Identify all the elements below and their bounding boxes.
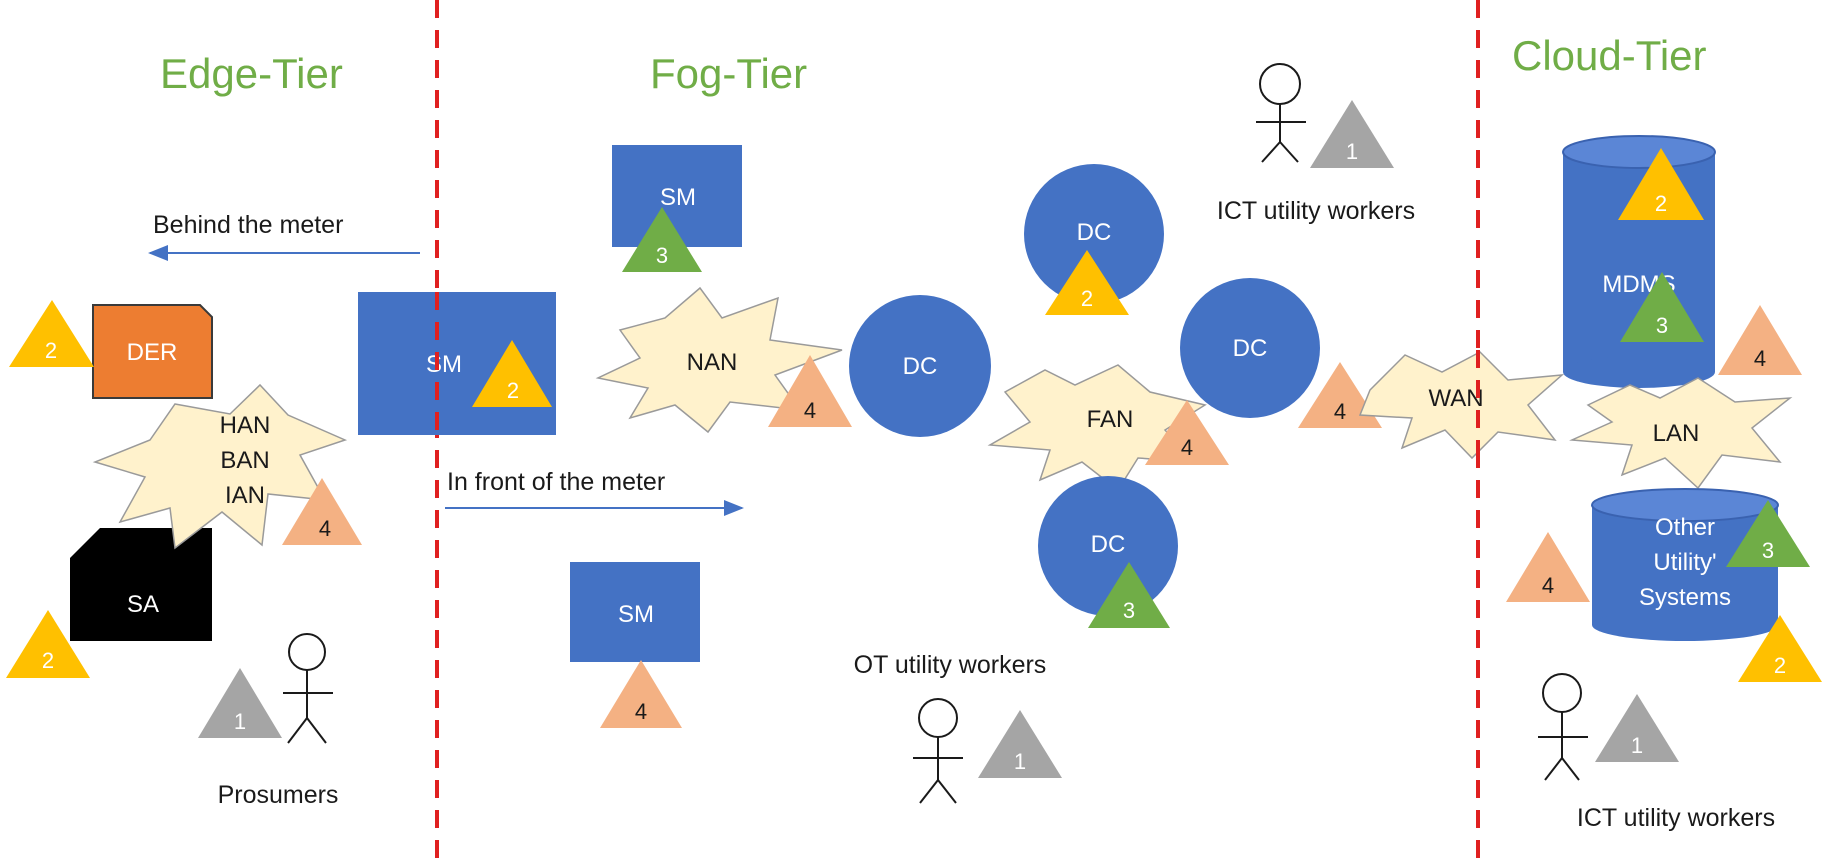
sm-top-label: SM bbox=[660, 184, 696, 211]
sm-bottom-label: SM bbox=[618, 601, 654, 628]
dc-nan-label: DC bbox=[903, 353, 938, 380]
nan-label: NAN bbox=[687, 349, 738, 376]
sm-top-threat-triangle bbox=[622, 207, 702, 272]
han-threat-number: 4 bbox=[319, 516, 331, 541]
ict-workers-bottom-label: ICT utility workers bbox=[1577, 804, 1775, 832]
other-systems-label-line2: Utility' bbox=[1653, 549, 1716, 576]
sa-label: SA bbox=[127, 591, 159, 618]
sm-bottom-threat-triangle bbox=[600, 660, 682, 728]
fan-threat-number: 4 bbox=[1181, 435, 1193, 460]
other-systems-bottom-threat-triangle bbox=[1738, 615, 1822, 682]
sm-meter-threat-number: 2 bbox=[507, 378, 519, 403]
other-systems-left-threat-triangle bbox=[1506, 532, 1590, 602]
lan-label: LAN bbox=[1653, 420, 1700, 447]
front-meter-label: In front of the meter bbox=[447, 468, 665, 496]
other-systems-label-line1: Other bbox=[1655, 514, 1715, 541]
der-label: DER bbox=[127, 339, 178, 366]
der-threat-number: 2 bbox=[45, 338, 57, 363]
mdms-top-threat-triangle bbox=[1618, 148, 1704, 220]
sm-top-threat-number: 3 bbox=[656, 243, 668, 268]
ict-workers-top-label: ICT utility workers bbox=[1217, 197, 1415, 225]
ict-workers-bottom-person-icon bbox=[1538, 673, 1588, 781]
dc-top-threat-triangle bbox=[1045, 250, 1129, 315]
prosumers-threat-triangle bbox=[198, 668, 282, 738]
dc-top-label: DC bbox=[1077, 219, 1112, 246]
fan-label: FAN bbox=[1087, 406, 1134, 433]
fan-threat-triangle bbox=[1145, 400, 1229, 465]
dc-bottom-label: DC bbox=[1091, 531, 1126, 558]
wan-cloud bbox=[1358, 351, 1565, 460]
nan-threat-number: 4 bbox=[804, 398, 816, 423]
dc-top-circle bbox=[1024, 164, 1164, 304]
mdms-right-threat-number: 4 bbox=[1754, 346, 1766, 371]
mdms-database bbox=[1562, 135, 1716, 388]
dc-mid-label: DC bbox=[1233, 335, 1268, 362]
sm-top-box bbox=[612, 145, 742, 247]
other-systems-label-line3: Systems bbox=[1639, 584, 1731, 611]
ict-workers-bottom-threat-number: 1 bbox=[1631, 733, 1643, 758]
mdms-mid-threat-number: 3 bbox=[1656, 313, 1668, 338]
fog-tier-title: Fog-Tier bbox=[650, 50, 807, 97]
dc-bottom-circle bbox=[1038, 476, 1178, 616]
der-box bbox=[92, 304, 213, 399]
ot-workers-threat-number: 1 bbox=[1014, 749, 1026, 774]
sa-threat-triangle bbox=[6, 610, 90, 678]
nan-threat-triangle bbox=[768, 355, 852, 427]
sa-box bbox=[70, 528, 212, 641]
sm-bottom-threat-number: 4 bbox=[635, 699, 647, 724]
der-threat-triangle bbox=[9, 300, 94, 367]
dc-top-threat-number: 2 bbox=[1081, 286, 1093, 311]
ban-label: BAN bbox=[220, 447, 269, 474]
dc-bottom-threat-triangle bbox=[1088, 562, 1170, 628]
sm-bottom-box bbox=[570, 562, 700, 662]
wan-label: WAN bbox=[1428, 385, 1483, 412]
mdms-right-threat-triangle bbox=[1718, 305, 1802, 375]
cloud-tier-title: Cloud-Tier bbox=[1512, 32, 1707, 79]
dc-mid-threat-number: 4 bbox=[1334, 399, 1346, 424]
han-ban-ian-cloud bbox=[92, 383, 348, 550]
other-systems-right-threat-triangle bbox=[1726, 500, 1810, 567]
ict-workers-top-person-icon bbox=[1256, 63, 1306, 163]
han-label: HAN bbox=[220, 412, 271, 439]
prosumers-person-icon bbox=[283, 633, 333, 744]
ot-workers-person-icon bbox=[913, 698, 963, 804]
edge-tier-title: Edge-Tier bbox=[160, 50, 343, 97]
ict-workers-top-threat-triangle bbox=[1310, 100, 1394, 168]
dc-mid-circle bbox=[1180, 278, 1320, 418]
ot-workers-label: OT utility workers bbox=[854, 651, 1047, 679]
other-systems-bottom-threat-number: 2 bbox=[1774, 653, 1786, 678]
mdms-top-threat-number: 2 bbox=[1655, 191, 1667, 216]
prosumers-threat-number: 1 bbox=[234, 709, 246, 734]
mdms-mid-threat-triangle bbox=[1620, 272, 1704, 342]
other-systems-right-threat-number: 3 bbox=[1762, 538, 1774, 563]
ict-workers-top-threat-number: 1 bbox=[1346, 139, 1358, 164]
ot-workers-threat-triangle bbox=[978, 710, 1062, 778]
han-threat-triangle bbox=[282, 478, 362, 545]
sa-threat-number: 2 bbox=[42, 648, 54, 673]
ian-label: IAN bbox=[225, 482, 265, 509]
dc-bottom-threat-number: 3 bbox=[1123, 598, 1135, 623]
other-systems-left-threat-number: 4 bbox=[1542, 573, 1554, 598]
prosumers-label: Prosumers bbox=[218, 781, 339, 809]
behind-meter-label: Behind the meter bbox=[153, 211, 343, 239]
lan-cloud bbox=[1569, 377, 1793, 490]
other-utility-systems-database bbox=[1591, 488, 1779, 641]
ict-workers-bottom-threat-triangle bbox=[1595, 694, 1679, 762]
sm-meter-threat-triangle bbox=[472, 340, 552, 407]
dc-nan-circle bbox=[849, 295, 991, 437]
sm-meter-label: SM bbox=[426, 351, 462, 378]
